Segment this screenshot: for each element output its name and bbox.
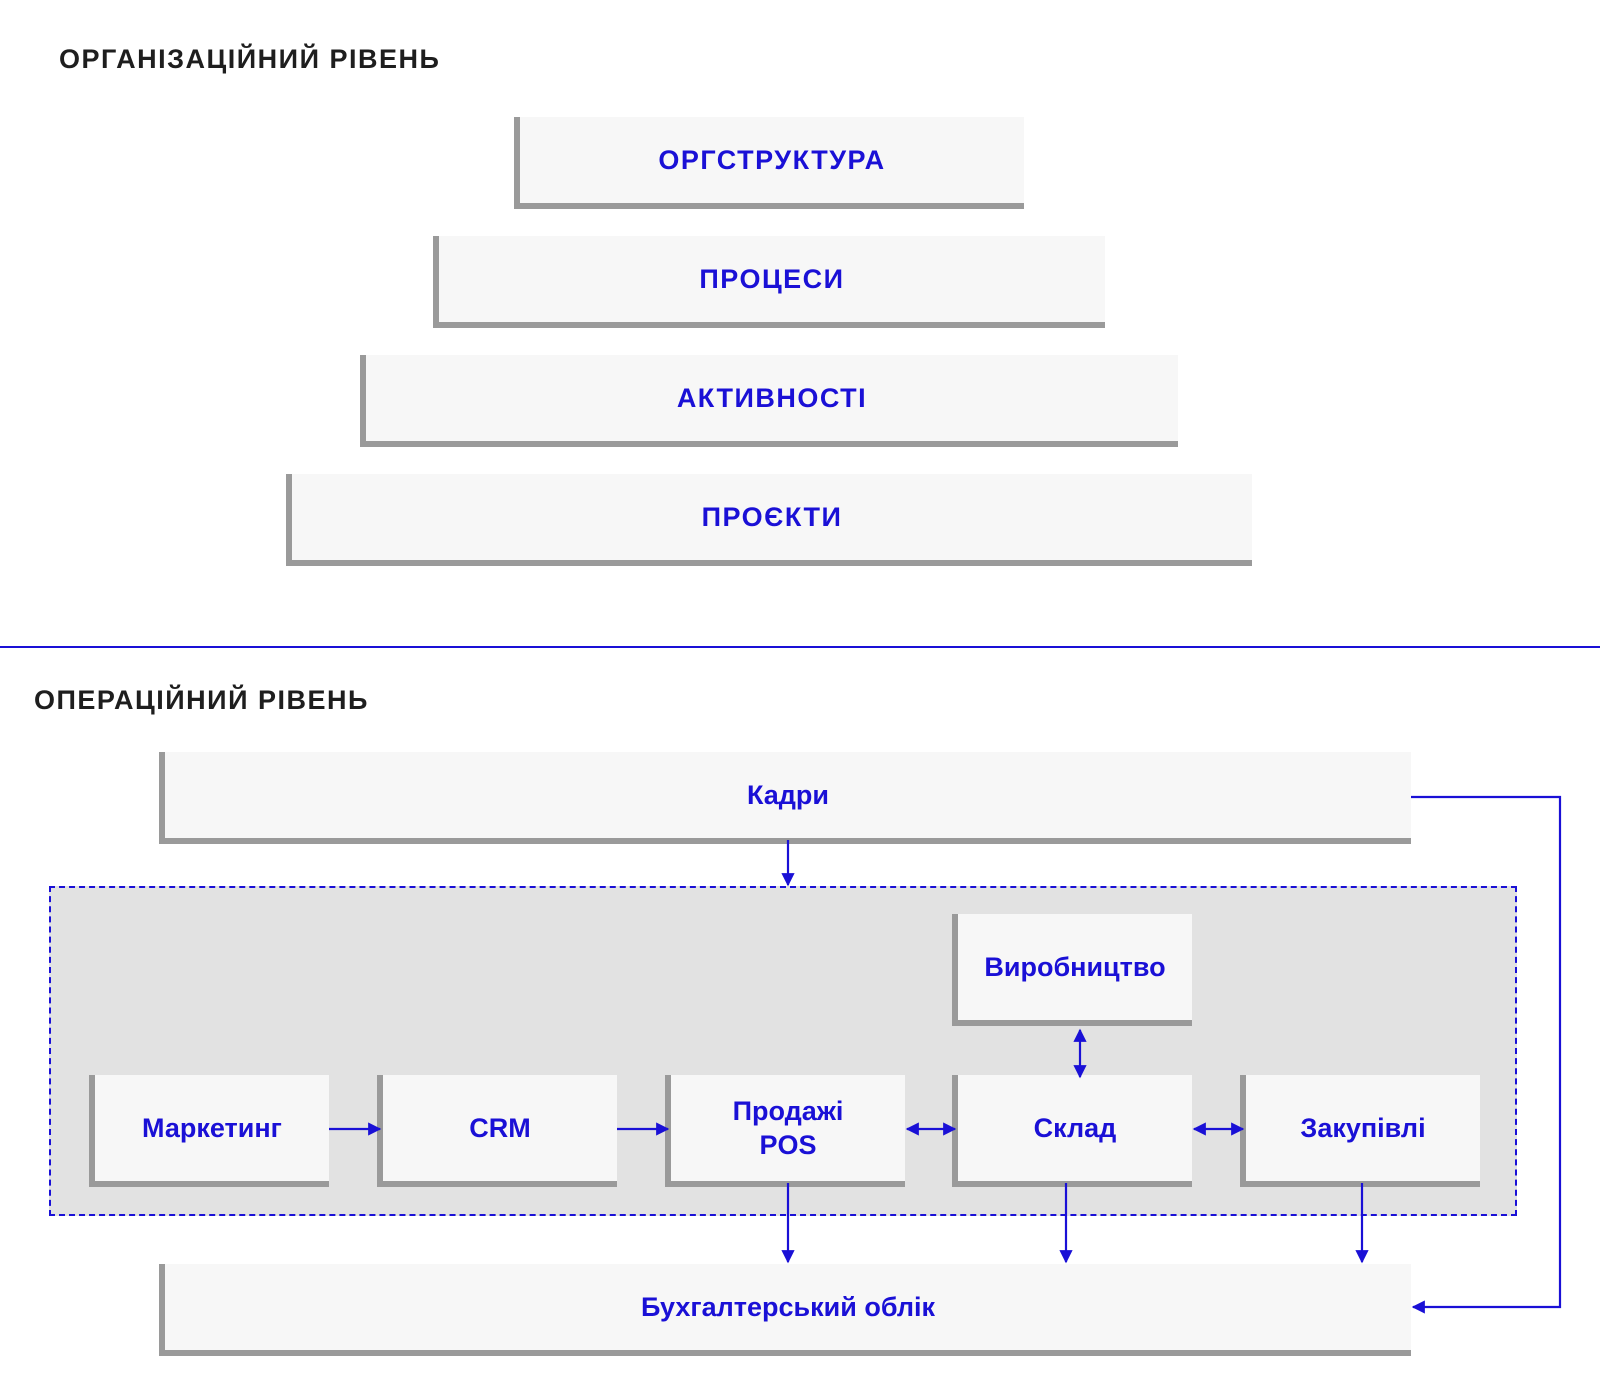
- level-projects: ПРОЄКТИ: [286, 474, 1252, 566]
- sales-label-line1: Продажі: [732, 1096, 844, 1126]
- purchasing-box: Закупівлі: [1240, 1075, 1480, 1187]
- purchasing-label: Закупівлі: [1300, 1113, 1426, 1143]
- level-activities: АКТИВНОСТІ: [360, 355, 1178, 447]
- level-projects-label: ПРОЄКТИ: [701, 502, 843, 532]
- accounting-label: Бухгалтерський облік: [640, 1292, 936, 1322]
- level-org-structure-label: ОРГСТРУКТУРА: [658, 145, 886, 175]
- crm-box: CRM: [377, 1075, 617, 1187]
- hr-label: Кадри: [746, 780, 830, 810]
- warehouse-label: Склад: [1033, 1113, 1117, 1143]
- crm-label: CRM: [469, 1113, 531, 1143]
- sales-box: Продажі POS: [665, 1075, 905, 1187]
- sales-label-line2: POS: [759, 1130, 817, 1160]
- warehouse-box: Склад: [952, 1075, 1192, 1187]
- level-processes-label: ПРОЦЕСИ: [699, 264, 845, 294]
- level-activities-label: АКТИВНОСТІ: [676, 383, 868, 413]
- level-processes: ПРОЦЕСИ: [433, 236, 1105, 328]
- operational-level-title: ОПЕРАЦІЙНИЙ РІВЕНЬ: [34, 685, 369, 715]
- level-org-structure: ОРГСТРУКТУРА: [514, 117, 1024, 209]
- production-label: Виробництво: [984, 952, 1166, 982]
- accounting-box: Бухгалтерський облік: [159, 1264, 1411, 1356]
- organizational-level-title: ОРГАНІЗАЦІЙНИЙ РІВЕНЬ: [59, 44, 441, 74]
- hr-box: Кадри: [159, 752, 1411, 844]
- production-box: Виробництво: [952, 914, 1192, 1026]
- marketing-label: Маркетинг: [142, 1113, 282, 1143]
- marketing-box: Маркетинг: [89, 1075, 329, 1187]
- section-divider: [0, 646, 1600, 648]
